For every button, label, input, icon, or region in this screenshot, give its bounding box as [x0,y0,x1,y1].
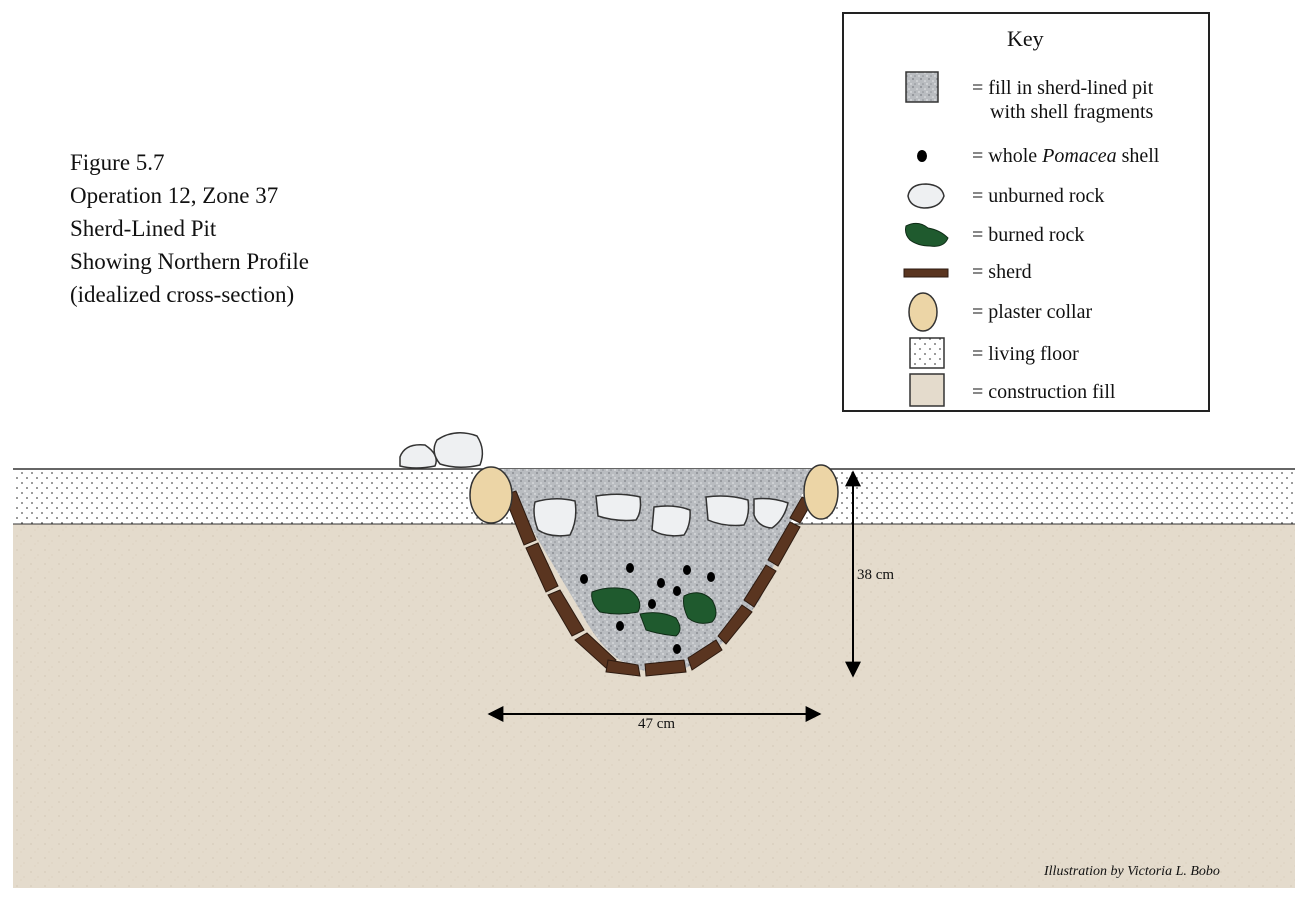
living-floor-swatch [909,337,945,369]
construction-fill-swatch [909,373,945,407]
legend-label-burned-rock: = burned rock [972,224,1085,246]
sherd-lining [503,490,813,677]
surface-unburned-rocks [399,432,484,469]
legend-label-pomacea-prefix: = whole [972,145,1043,167]
legend-label-living-floor: = living floor [972,343,1079,365]
sherd-icon [903,268,949,278]
burned-rocks [591,587,717,637]
legend-label-pomacea: = whole Pomacea shell [972,144,1159,168]
legend-label-pit-fill: = fill in sherd-lined pit [972,77,1154,99]
legend-label-sherd: = sherd [972,261,1032,283]
caption-line-figure-number: Figure 5.7 [70,150,165,175]
legend-label-plaster-collar: = plaster collar [972,301,1093,323]
legend-label-unburned-rock: = unburned rock [972,185,1105,207]
legend-label-construction-fill: = construction fill [972,381,1116,403]
caption-line-feature: Sherd-Lined Pit [70,216,217,241]
caption-line-note: (idealized cross-section) [70,282,295,307]
illustration-credit: Illustration by Victoria L. Bobo [1044,864,1220,879]
legend-label-pit-fill-2: with shell fragments [990,101,1154,123]
legend-key: Key = fill in sherd-lined pit with shell… [842,12,1210,412]
caption-line-operation: Operation 12, Zone 37 [70,183,279,208]
pit-unburned-rocks [533,493,789,537]
legend-title: Key [1007,26,1044,51]
depth-label: 38 cm [857,567,895,583]
legend-label-pomacea-suffix: shell [1116,145,1160,167]
legend-label-pomacea-italic: Pomacea [1042,145,1117,167]
pit-fill-swatch [905,71,939,103]
width-label: 47 cm [638,716,676,732]
plaster-collars [469,464,839,524]
unburned-rock-icon [907,183,945,209]
burned-rock-icon [905,222,949,247]
plaster-collar-icon [908,292,938,332]
caption-line-profile: Showing Northern Profile [70,249,309,274]
pomacea-shell-icon [917,150,927,162]
pomacea-shells [580,563,715,654]
figure-caption: Figure 5.7 Operation 12, Zone 37 Sherd-L… [70,146,309,311]
